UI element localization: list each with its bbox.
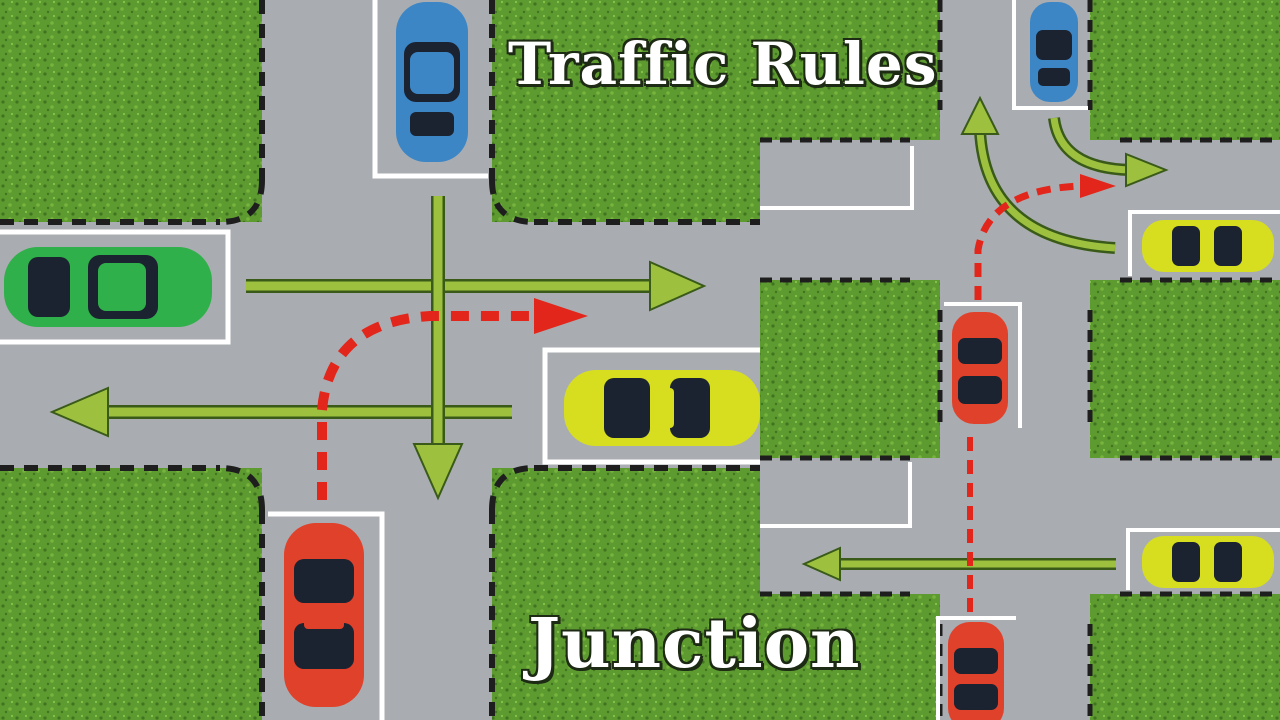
yellow-car (564, 370, 760, 446)
title-text: Traffic Rules (508, 30, 938, 98)
red-car (284, 523, 364, 707)
yellow-car-lower (1142, 536, 1274, 588)
green-arrows-right (801, 95, 1169, 582)
right-junction (760, 0, 1280, 720)
curb-edges-right (760, 0, 1280, 720)
red-turn-path (317, 298, 588, 500)
green-car (4, 247, 212, 327)
stop-boxes-right (760, 0, 1280, 720)
stop-boxes (0, 0, 760, 720)
yellow-car-upper (1142, 220, 1274, 272)
red-paths-right (967, 174, 1116, 612)
red-car-middle (952, 312, 1008, 424)
green-arrows (49, 196, 707, 501)
subtitle-text: Junction (528, 604, 861, 684)
curb-edges (0, 0, 760, 720)
blue-car (396, 2, 468, 162)
red-car-bottom (948, 622, 1004, 720)
left-junction (0, 0, 760, 720)
blue-car-right (1030, 2, 1078, 102)
